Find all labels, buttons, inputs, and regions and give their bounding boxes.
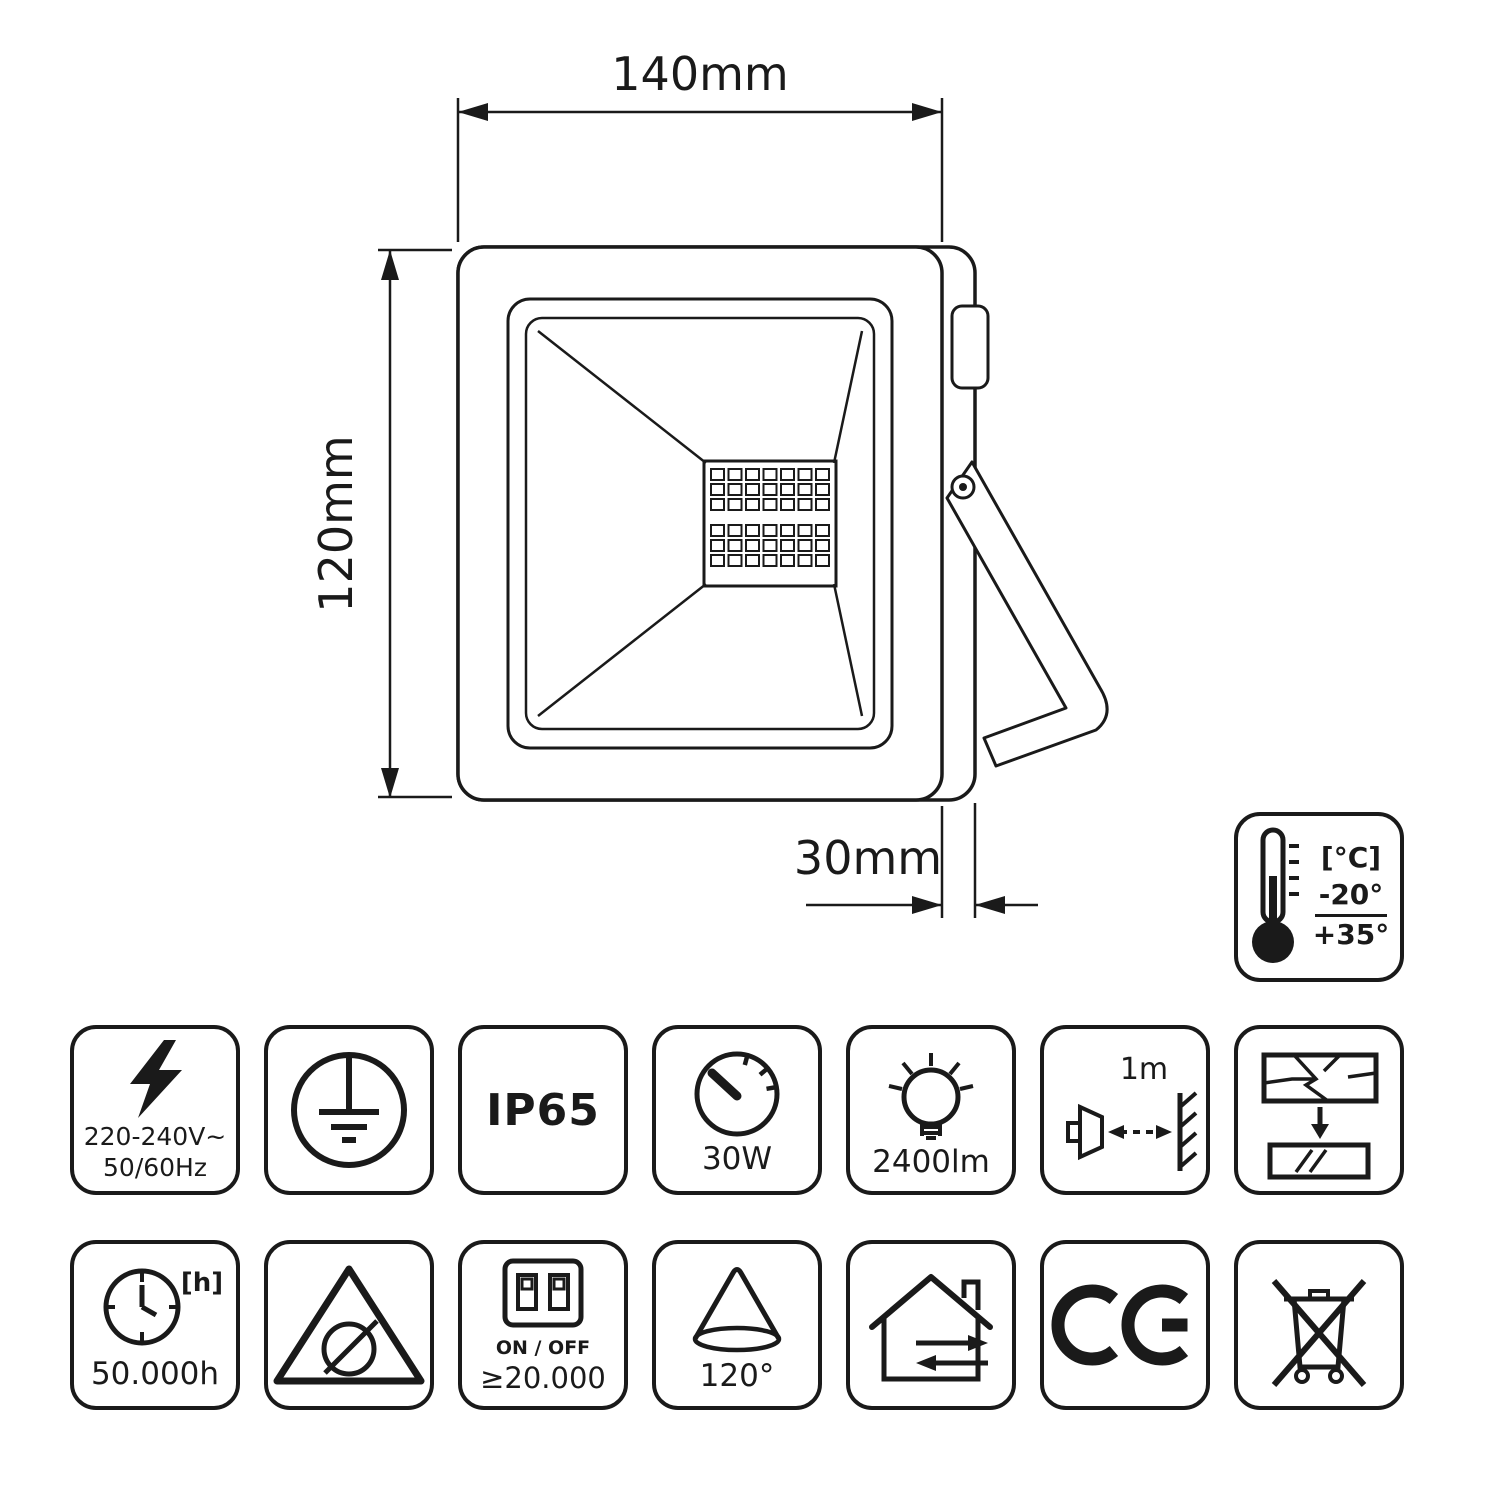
led-chip-grid [710, 468, 830, 567]
frequency-label: 50/60Hz [103, 1153, 207, 1182]
dimension-height [378, 248, 452, 799]
led-module [702, 459, 838, 588]
depth-dimension-label: 30mm [794, 831, 942, 885]
spec-glass [1234, 1025, 1404, 1195]
lumens-label: 2400lm [872, 1143, 990, 1180]
spec-no-dimmer [264, 1240, 434, 1410]
floodlight-technical-drawing: 140mm 120mm 30mm [309, 47, 1109, 918]
wattage-label: 30W [701, 1140, 773, 1177]
housing-front [456, 245, 944, 802]
distance-to-surface-icon: 1m [1066, 1052, 1198, 1171]
temp-max-label: +35° [1312, 918, 1390, 952]
hours-unit-label: [h] [181, 1268, 223, 1298]
spec-icons-row-1: 220-240V~ 50/60Hz IP65 [70, 1025, 1404, 1195]
ip-rating-label: IP65 [486, 1084, 600, 1136]
mounting-bracket [945, 460, 1109, 768]
width-dimension-label: 140mm [611, 47, 788, 101]
power-meter-icon [694, 1051, 780, 1137]
bezel-inner [524, 316, 876, 731]
spec-ce: CE [1040, 1240, 1210, 1410]
no-dimmer-warning-icon [273, 1265, 425, 1385]
height-dimension-label: 120mm [309, 435, 363, 612]
crossed-out-bin-icon [1271, 1279, 1367, 1387]
house-arrows-icon [869, 1274, 993, 1382]
spec-indoor-outdoor [846, 1240, 1016, 1410]
temperature-range-badge: [°C] -20° +35° [1234, 812, 1404, 982]
ce-mark-icon: CE [1051, 1284, 1189, 1366]
rocker-switch-icon [502, 1258, 584, 1328]
thermometer-icon [1251, 827, 1299, 963]
light-bulb-icon [888, 1052, 974, 1140]
beam-angle-label: 120° [699, 1357, 775, 1394]
dimension-depth [806, 803, 1038, 918]
bezel-outer [506, 297, 894, 750]
glass-panel-icon [1261, 1052, 1379, 1180]
spec-wattage: 30W [652, 1025, 822, 1195]
spec-luminous-flux: 2400lm [846, 1025, 1016, 1195]
spec-lifetime: [h] 50.000h [70, 1240, 240, 1410]
lifetime-label: 50.000h [90, 1355, 220, 1392]
distance-label: 1m [1120, 1052, 1168, 1087]
spec-icons-row-2: [h] 50.000h [70, 1240, 1404, 1410]
spec-beam-angle: 120° [652, 1240, 822, 1410]
beam-cone-icon [692, 1267, 782, 1353]
spec-weee [1234, 1240, 1404, 1410]
spec-voltage: 220-240V~ 50/60Hz [70, 1025, 240, 1195]
temp-unit-label: [°C] [1320, 841, 1382, 875]
lightning-bolt-icon [130, 1039, 182, 1118]
spec-min-distance: 1m [1040, 1025, 1210, 1195]
clock-icon: [h] [103, 1268, 223, 1346]
spec-protection-class [264, 1025, 434, 1195]
temp-min-label: -20° [1314, 877, 1388, 918]
switch-cycles-label: ≥20.000 [480, 1361, 606, 1395]
switch-mode-label: ON / OFF [495, 1337, 591, 1359]
side-tab [950, 304, 990, 390]
spec-ip-rating: IP65 [458, 1025, 628, 1195]
spec-switch-cycles: ON / OFF ≥20.000 [458, 1240, 628, 1410]
dimension-width [456, 98, 944, 242]
voltage-range-label: 220-240V~ [83, 1121, 227, 1151]
protective-earth-icon [291, 1052, 407, 1168]
reflector-diagonals [537, 330, 864, 717]
